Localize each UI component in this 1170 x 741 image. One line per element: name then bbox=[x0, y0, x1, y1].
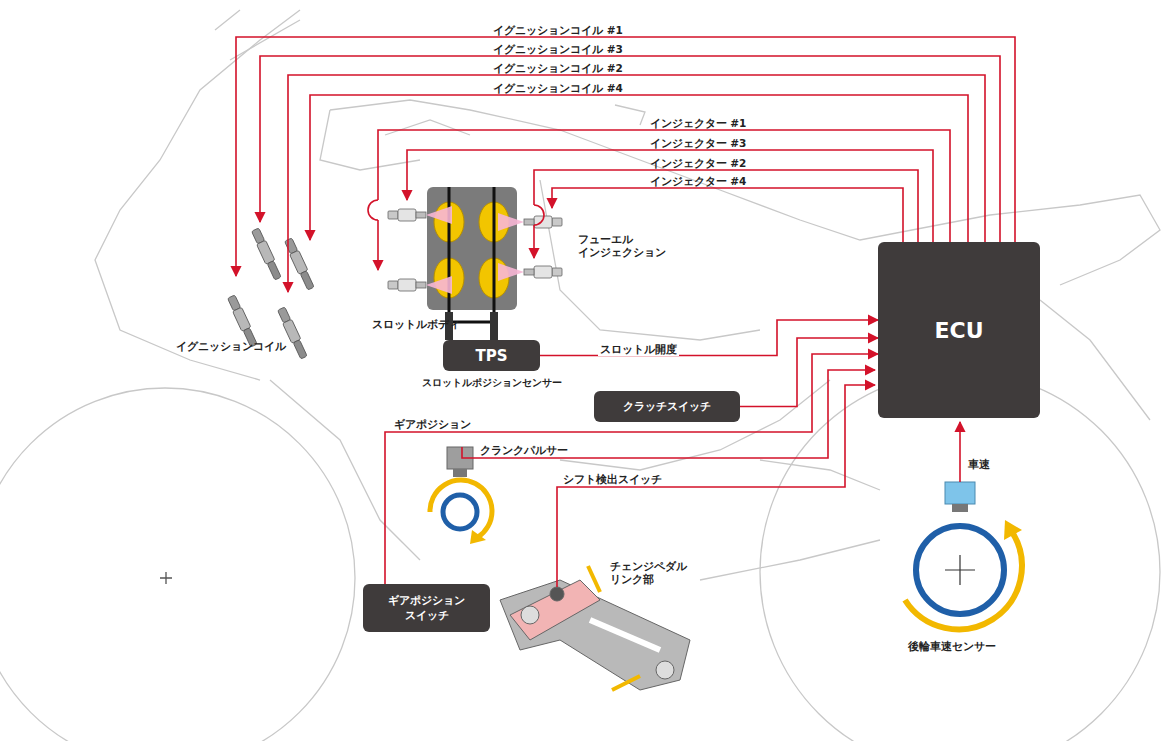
part-label: イグニッションコイル bbox=[176, 340, 286, 353]
part-label: イグニッションコイル #4 bbox=[493, 82, 623, 95]
speed-sensor bbox=[905, 482, 1022, 629]
signal-label: ギアポジション bbox=[392, 418, 473, 431]
switch-box: クラッチスイッチ bbox=[594, 391, 740, 422]
part-label: インジェクター #4 bbox=[650, 175, 747, 188]
part-label: シフト検出スイッチ bbox=[563, 473, 662, 486]
part-label: インジェクター #2 bbox=[650, 157, 747, 170]
throttle-body bbox=[427, 187, 517, 340]
bike-outline bbox=[0, 10, 1160, 741]
change-pedal-link bbox=[500, 566, 690, 690]
part-label: イグニッションコイル #2 bbox=[493, 62, 623, 75]
box-caption: スロットルポジションセンサー bbox=[422, 376, 562, 390]
part-label: インジェクター #1 bbox=[650, 117, 747, 130]
signal-wire bbox=[740, 338, 878, 407]
sensor-box: TPSスロットルポジションセンサー bbox=[443, 340, 540, 371]
signal-wire bbox=[385, 354, 878, 584]
part-label: イグニッションコイル #1 bbox=[493, 24, 623, 37]
part-label: スロットルボディ bbox=[372, 318, 460, 331]
box-title: クラッチスイッチ bbox=[623, 399, 711, 414]
part-label: クランクパルサー bbox=[480, 444, 568, 457]
ecu-box: ECU bbox=[878, 242, 1040, 418]
part-label: イグニッションコイル #3 bbox=[493, 43, 623, 56]
switch-box: ギアポジション スイッチ bbox=[363, 584, 490, 632]
part-label: チェンジペダル リンク部 bbox=[610, 560, 680, 586]
part-label: インジェクター #3 bbox=[650, 137, 747, 150]
signal-label: スロットル開度 bbox=[598, 343, 679, 356]
part-label: 後輪車速センサー bbox=[908, 640, 996, 653]
box-title: ギアポジション スイッチ bbox=[377, 593, 477, 623]
crank-pulser bbox=[430, 447, 492, 544]
part-label: フューエル インジェクション bbox=[578, 233, 658, 259]
box-title: TPS bbox=[475, 347, 507, 365]
part-label: 車速 bbox=[968, 458, 990, 471]
box-title: ECU bbox=[934, 318, 983, 343]
